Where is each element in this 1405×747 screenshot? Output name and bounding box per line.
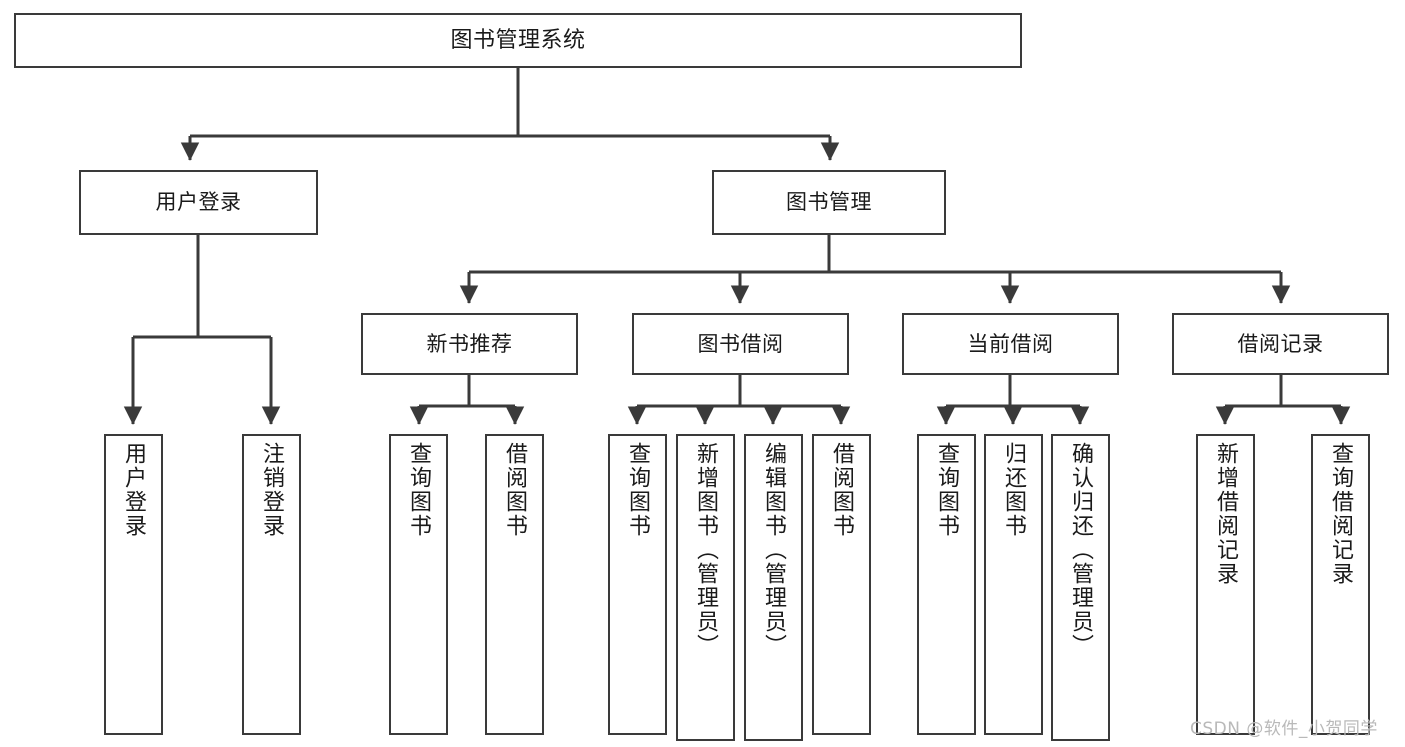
leaf-user-login[interactable]: 用户登录	[104, 434, 163, 735]
leaf-return-book[interactable]: 归还图书	[984, 434, 1043, 735]
leaf-query-book-3[interactable]: 查询图书	[917, 434, 976, 735]
leaf-query-book-1[interactable]: 查询图书	[389, 434, 448, 735]
node-user-login[interactable]: 用户登录	[79, 170, 318, 235]
node-label: 新增图书（管理员）	[693, 442, 719, 658]
node-label: 归还图书	[1001, 442, 1027, 538]
node-label: 当前借阅	[967, 331, 1054, 356]
leaf-add-book[interactable]: 新增图书（管理员）	[676, 434, 735, 741]
node-label: 查询图书	[625, 442, 651, 538]
csdn-watermark: CSDN @软件_小贺同学	[1190, 719, 1378, 739]
node-label: 查询图书	[406, 442, 432, 538]
leaf-query-book-2[interactable]: 查询图书	[608, 434, 667, 735]
node-label: 新增借阅记录	[1213, 442, 1239, 586]
node-label: 图书借阅	[697, 331, 784, 356]
node-current-borrow[interactable]: 当前借阅	[902, 313, 1119, 375]
node-label: 图书管理系统	[450, 27, 586, 53]
node-label: 用户登录	[155, 190, 242, 215]
node-label: 图书管理	[786, 190, 872, 215]
node-label: 借阅图书	[829, 442, 855, 538]
leaf-borrow-book-1[interactable]: 借阅图书	[485, 434, 544, 735]
leaf-logout-login[interactable]: 注销登录	[242, 434, 301, 735]
node-book-management[interactable]: 图书管理	[712, 170, 946, 235]
node-new-book-recommend[interactable]: 新书推荐	[361, 313, 578, 375]
node-borrow-record[interactable]: 借阅记录	[1172, 313, 1389, 375]
leaf-borrow-book-2[interactable]: 借阅图书	[812, 434, 871, 735]
leaf-query-record[interactable]: 查询借阅记录	[1311, 434, 1370, 735]
node-label: 用户登录	[121, 442, 147, 538]
node-label: 确认归还（管理员）	[1068, 442, 1094, 658]
node-label: 注销登录	[259, 442, 285, 538]
node-label: 借阅图书	[502, 442, 528, 538]
leaf-confirm-return[interactable]: 确认归还（管理员）	[1051, 434, 1110, 741]
node-book-borrow[interactable]: 图书借阅	[632, 313, 849, 375]
leaf-edit-book[interactable]: 编辑图书（管理员）	[744, 434, 803, 741]
node-label: 查询图书	[934, 442, 960, 538]
node-label: 编辑图书（管理员）	[761, 442, 787, 658]
node-root-system[interactable]: 图书管理系统	[14, 13, 1022, 68]
leaf-add-record[interactable]: 新增借阅记录	[1196, 434, 1255, 735]
node-label: 借阅记录	[1237, 331, 1324, 356]
node-label: 查询借阅记录	[1328, 442, 1354, 586]
node-label: 新书推荐	[426, 331, 513, 356]
